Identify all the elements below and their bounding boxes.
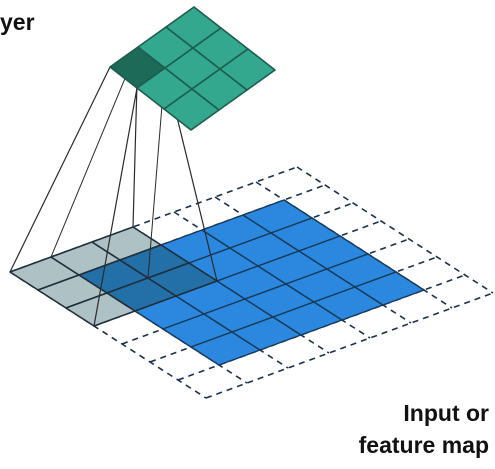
output-cell [219, 48, 276, 91]
output-layer-grid [109, 6, 276, 131]
input-label-line-1: Input or [403, 400, 489, 426]
kernel-window [9, 226, 218, 327]
projection-line [50, 46, 139, 258]
projection-line [93, 87, 138, 327]
output-layer-label: yer [0, 9, 35, 35]
padding-grid-line [9, 166, 298, 273]
input-label-line-2: feature map [358, 432, 489, 458]
input-cell [354, 271, 425, 306]
padding-grid-line [296, 166, 494, 294]
padding-grid-line [205, 292, 494, 399]
projection-line [9, 66, 111, 273]
